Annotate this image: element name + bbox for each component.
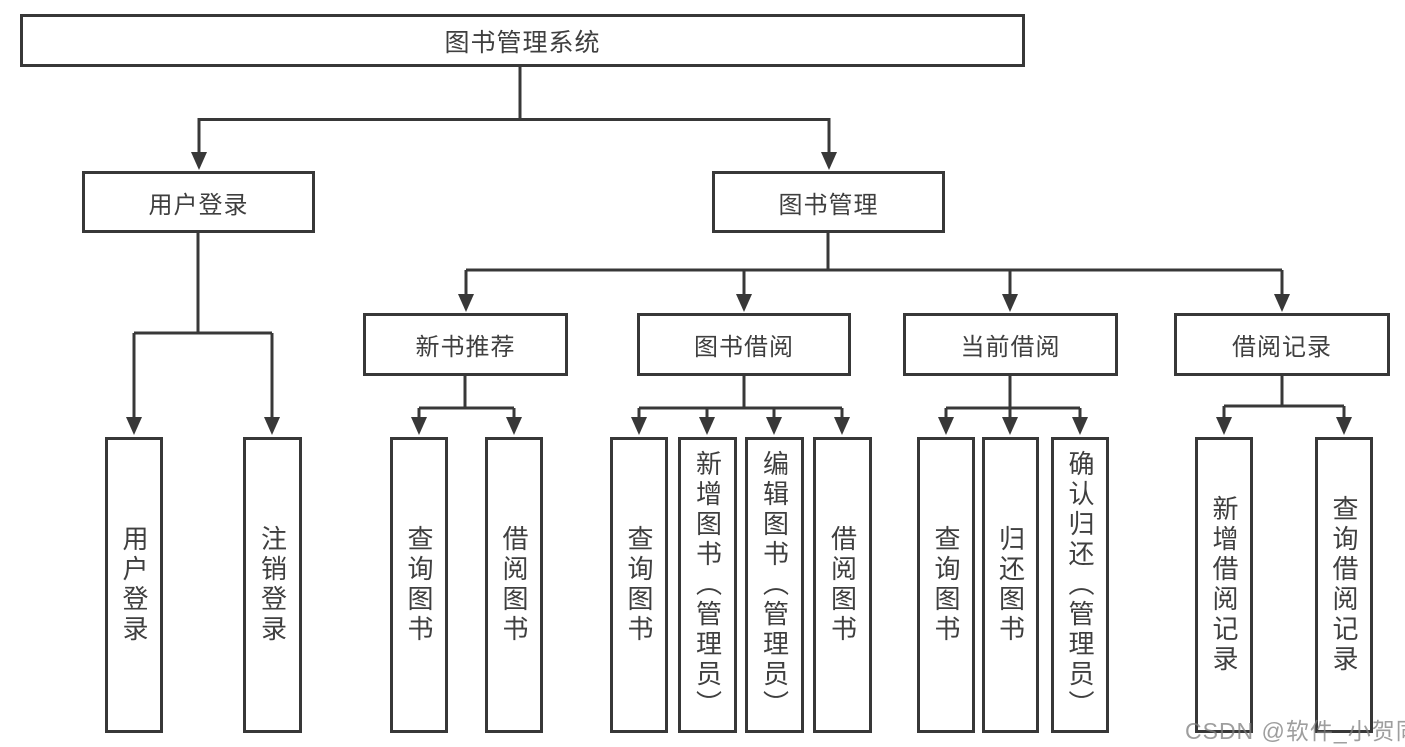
node-current-return-books-label: 归还图书 [995,525,1026,645]
node-new-book-recommend-label: 新书推荐 [415,334,516,361]
node-current-return-books: 归还图书 [982,437,1039,733]
node-logout-action-label: 注销登录 [257,525,288,645]
node-records-add-record: 新增借阅记录 [1195,437,1253,733]
node-book-management-label: 图书管理 [778,191,879,219]
node-borrowing-records-label: 借阅记录 [1232,334,1332,361]
node-current-borrowing-label: 当前借阅 [960,334,1061,361]
node-book-borrowing: 图书借阅 [637,313,851,376]
node-borrowing-borrow-books: 借阅图书 [813,437,872,733]
connector-userlogin-to-children [132,233,274,419]
node-login-action-label: 用户登录 [119,525,149,645]
node-new-book-recommend: 新书推荐 [363,313,568,376]
node-user-login-label: 用户登录 [148,191,249,219]
node-book-borrowing-label: 图书借阅 [694,334,794,361]
connector-bookmgmt-to-children [464,233,1284,296]
node-newrec-borrow-books-label: 借阅图书 [499,525,529,645]
node-current-confirm-return-admin-label: 确认归还（管理员） [1065,450,1095,720]
node-borrowing-query-books: 查询图书 [610,437,668,733]
node-book-management: 图书管理 [712,171,945,233]
connector-current-to-children [944,376,1082,419]
csdn-watermark: CSDN @软件_小贺同学 [1185,718,1405,744]
node-current-query-books-label: 查询图书 [931,525,961,645]
connector-records-to-children [1222,376,1346,419]
node-system-root: 图书管理系统 [20,14,1025,67]
node-newrec-query-books-label: 查询图书 [404,525,434,645]
node-login-action: 用户登录 [105,437,163,733]
node-current-confirm-return-admin: 确认归还（管理员） [1051,437,1109,733]
node-records-query-record-label: 查询借阅记录 [1329,495,1359,675]
node-borrowing-query-books-label: 查询图书 [624,525,654,645]
arrowhead-icons [126,152,1352,435]
node-borrowing-edit-books-admin-label: 编辑图书（管理员） [759,450,790,720]
node-records-add-record-label: 新增借阅记录 [1209,495,1239,675]
node-system-root-label: 图书管理系统 [444,28,601,57]
node-records-query-record: 查询借阅记录 [1315,437,1373,733]
node-newrec-borrow-books: 借阅图书 [485,437,543,733]
node-borrowing-records: 借阅记录 [1174,313,1390,376]
node-newrec-query-books: 查询图书 [390,437,448,733]
connector-borrowing-to-children [637,376,844,419]
node-current-query-books: 查询图书 [917,437,975,733]
node-user-login: 用户登录 [82,171,315,233]
node-borrowing-add-books-admin-label: 新增图书（管理员） [692,450,723,720]
node-current-borrowing: 当前借阅 [903,313,1118,376]
node-logout-action: 注销登录 [243,437,302,733]
connector-newrec-to-children [417,376,516,419]
node-borrowing-borrow-books-label: 借阅图书 [827,525,858,645]
connector-root-to-level2 [197,67,831,155]
node-borrowing-add-books-admin: 新增图书（管理员） [678,437,737,733]
node-borrowing-edit-books-admin: 编辑图书（管理员） [745,437,804,733]
connector-lines [132,67,1346,419]
